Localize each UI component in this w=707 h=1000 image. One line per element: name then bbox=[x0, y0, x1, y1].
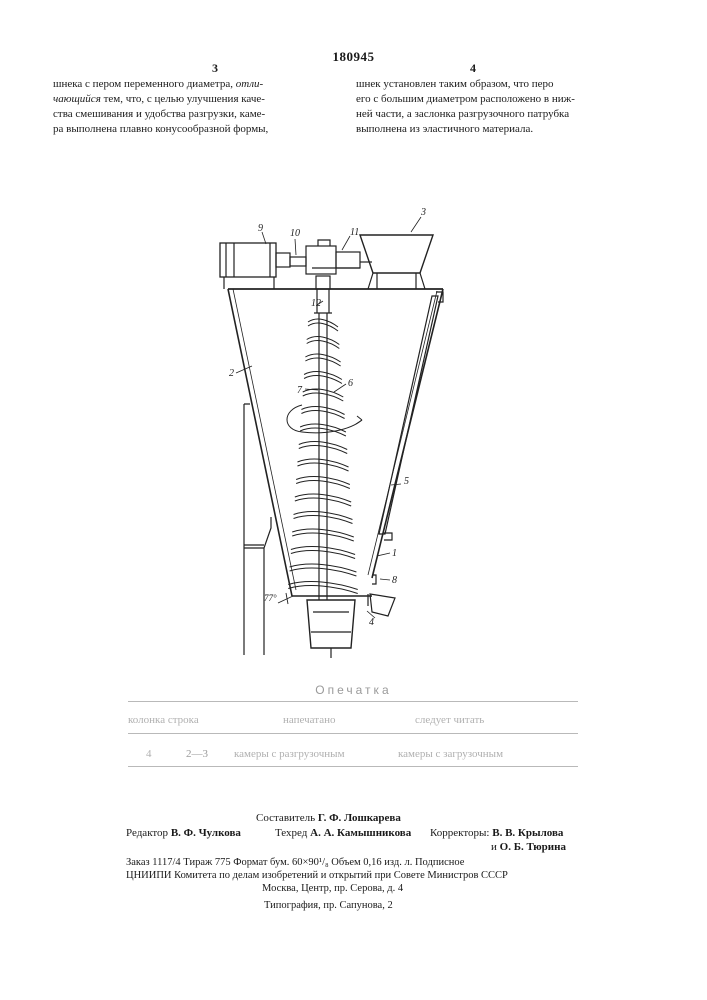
angle-marker bbox=[278, 593, 293, 604]
screw-flight bbox=[303, 389, 344, 401]
credits-corrector-2: и О. Б. Тюрина bbox=[491, 840, 566, 854]
label-1: 1 bbox=[392, 548, 397, 559]
claim-right-line-2: его с большим диаметром расположено в ни… bbox=[356, 92, 636, 107]
techred-name: А. А. Камышникова bbox=[310, 827, 411, 839]
errata-title: Опечатка bbox=[0, 683, 707, 697]
mixer-technical-drawing: 9 10 11 3 12 2 7 6 5 1 8 4 77° bbox=[205, 198, 475, 668]
claim-left-line-2-italic: чающийся bbox=[53, 93, 101, 105]
imprint-order-line: Заказ 1117/4 Тираж 775 Формат бум. 60×90… bbox=[126, 856, 464, 869]
errata-row-should-read: камеры с загрузочным bbox=[398, 748, 503, 760]
screw-flight bbox=[290, 564, 357, 576]
errata-divider-top bbox=[128, 701, 578, 702]
drive-motor bbox=[220, 243, 290, 289]
label-4: 4 bbox=[369, 617, 374, 628]
screw-flight bbox=[294, 512, 353, 524]
techred-label: Техред bbox=[275, 827, 307, 839]
right-column-number: 4 bbox=[470, 61, 476, 76]
credits-compiler: Составитель Г. Ф. Лошкарева bbox=[256, 811, 401, 825]
claim-left-line-2-text: тем, что, с целью улучшения каче- bbox=[104, 93, 265, 105]
errata-row-column: 4 bbox=[146, 748, 152, 760]
claim-text-right: шнек установлен таким образом, что перо … bbox=[356, 77, 636, 137]
screw-flight bbox=[296, 477, 350, 489]
errata-header-col-line: колонка строка bbox=[128, 714, 199, 726]
credits-techred: Техред А. А. Камышникова bbox=[275, 826, 411, 840]
conical-body bbox=[228, 289, 443, 596]
claim-right-line-1: шнек установлен таким образом, что перо bbox=[356, 77, 636, 92]
claim-left-line-1: шнека с пером переменного диаметра, отли… bbox=[53, 77, 343, 92]
errata-header-should-read: следует читать bbox=[415, 714, 484, 726]
screw-flight bbox=[301, 407, 344, 419]
corrector-1-name: В. В. Крылова bbox=[492, 827, 563, 839]
claim-left-line-4: ра выполнена плавно конусообразной формы… bbox=[53, 122, 343, 137]
screw-flights bbox=[288, 319, 357, 593]
label-11: 11 bbox=[350, 227, 359, 238]
label-9: 9 bbox=[258, 223, 263, 234]
outlet-nozzle bbox=[307, 600, 355, 658]
screw-flight bbox=[307, 337, 340, 349]
patent-number: 180945 bbox=[0, 49, 707, 65]
label-12: 12 bbox=[311, 298, 321, 309]
errata-row-printed: камеры с разгрузочным bbox=[234, 748, 345, 760]
claim-right-line-3: ней части, а заслонка разгрузочного патр… bbox=[356, 107, 636, 122]
errata-divider-middle bbox=[128, 733, 578, 734]
editor-name: В. Ф. Чулкова bbox=[171, 827, 241, 839]
screw-flight bbox=[297, 459, 348, 471]
imprint-address-line: Москва, Центр, пр. Серова, д. 4 bbox=[262, 882, 403, 895]
correctors-label: Корректоры: bbox=[430, 827, 489, 839]
imprint-printer-line: Типография, пр. Сапунова, 2 bbox=[264, 899, 393, 912]
screw-flight bbox=[308, 319, 338, 331]
credits-editor: Редактор В. Ф. Чулкова bbox=[126, 826, 241, 840]
claim-left-line-3: ства смешивания и удобства разгрузки, ка… bbox=[53, 107, 343, 122]
label-3: 3 bbox=[420, 207, 426, 218]
errata-row-line: 2—3 bbox=[186, 748, 208, 760]
credits-correctors: Корректоры: В. В. Крылова bbox=[430, 826, 563, 840]
claim-left-line-1-text: шнека с пером переменного диаметра, bbox=[53, 78, 233, 90]
compiler-label: Составитель bbox=[256, 812, 315, 824]
gearbox bbox=[290, 240, 372, 274]
corrector-2-name: О. Б. Тюрина bbox=[500, 841, 566, 853]
imprint-publisher-line: ЦНИИПИ Комитета по делам изобретений и о… bbox=[126, 869, 508, 882]
label-6: 6 bbox=[348, 378, 353, 389]
screw-flight bbox=[299, 442, 347, 454]
errata-header-printed: напечатано bbox=[283, 714, 335, 726]
compiler-name: Г. Ф. Лошкарева bbox=[318, 812, 401, 824]
label-7: 7 bbox=[297, 385, 303, 396]
label-angle: 77° bbox=[264, 593, 277, 603]
claim-text-left: шнека с пером переменного диаметра, отли… bbox=[53, 77, 343, 137]
label-2: 2 bbox=[229, 368, 234, 379]
claim-right-line-4: выполнена из эластичного материала. bbox=[356, 122, 636, 137]
support-stand bbox=[244, 404, 271, 655]
screw-shaft bbox=[319, 313, 327, 600]
corrector-2-prefix: и bbox=[491, 841, 497, 853]
editor-label: Редактор bbox=[126, 827, 168, 839]
label-8: 8 bbox=[392, 575, 397, 586]
claim-left-line-2: чающийся тем, что, с целью улучшения кач… bbox=[53, 92, 343, 107]
screw-flight bbox=[295, 494, 351, 506]
label-10: 10 bbox=[290, 228, 300, 239]
errata-divider-bottom bbox=[128, 766, 578, 767]
claim-left-line-1-italic: отли- bbox=[236, 78, 263, 90]
discharge-flap bbox=[368, 575, 395, 616]
label-5: 5 bbox=[404, 476, 409, 487]
screw-flight bbox=[305, 354, 340, 366]
screw-flight bbox=[291, 547, 355, 559]
left-column-number: 3 bbox=[212, 61, 218, 76]
screw-flight bbox=[288, 582, 357, 594]
screw-flight bbox=[304, 372, 342, 384]
screw-flight bbox=[292, 529, 354, 541]
